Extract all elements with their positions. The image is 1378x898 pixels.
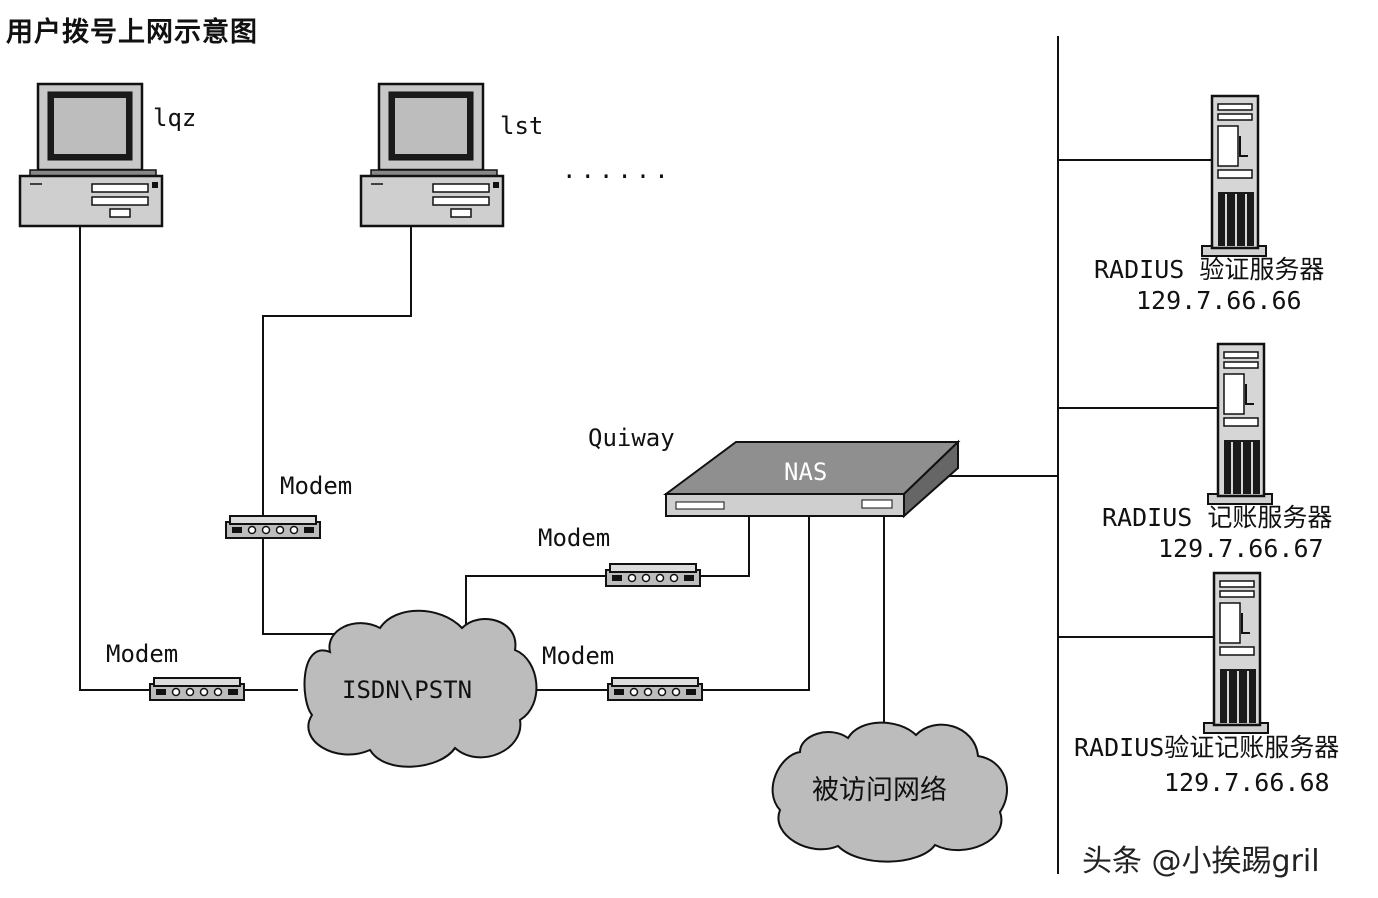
modem-label-3: Modem (538, 524, 611, 552)
watermark: 头条 @小挨踢gril (1082, 844, 1320, 879)
server-2-name: RADIUS 记账服务器 (1102, 503, 1333, 532)
modem-label-2: Modem (106, 640, 179, 668)
modem-icon-1 (225, 515, 321, 539)
server-2-ip: 129.7.66.67 (1158, 534, 1324, 563)
modem-label-4: Modem (542, 642, 615, 670)
pc-lst-icon (359, 82, 505, 228)
target-cloud-icon (771, 721, 1008, 863)
server-icon-2 (1206, 342, 1274, 506)
pc-lqz-icon (18, 82, 164, 228)
pstn-cloud-icon (303, 609, 538, 768)
modem-icon-2 (149, 677, 245, 701)
line-pstn-modem3 (465, 575, 606, 632)
line-modem-pstn-2 (262, 540, 350, 635)
nas-vendor-label: Quiway (588, 424, 675, 452)
server-3-ip: 129.7.66.68 (1164, 768, 1330, 797)
nas-label: NAS (784, 458, 828, 486)
server-icon-1 (1200, 94, 1268, 258)
modem-icon-3 (605, 563, 701, 587)
target-network-label: 被访问网络 (812, 775, 947, 806)
modem-icon-4 (607, 677, 703, 701)
connection-lines (79, 36, 1218, 874)
more-clients-ellipsis: ...... (562, 156, 673, 184)
pc-lst-label: lst (500, 112, 544, 140)
pstn-cloud-label: ISDN\PSTN (342, 676, 473, 704)
server-1-name: RADIUS 验证服务器 (1094, 255, 1325, 284)
nas-icon (662, 439, 961, 519)
line-lst-modem (262, 226, 412, 540)
line-modem4-nas (702, 516, 810, 691)
line-modem3-nas (700, 516, 750, 577)
server-icon-3 (1202, 571, 1270, 735)
modem-label-1: Modem (280, 472, 353, 500)
pc-lqz-label: lqz (153, 104, 197, 132)
page-title: 用户拨号上网示意图 (6, 17, 258, 48)
server-1-ip: 129.7.66.66 (1136, 286, 1302, 315)
line-lqz-modem (79, 226, 150, 691)
server-3-name: RADIUS验证记账服务器 (1074, 733, 1340, 762)
